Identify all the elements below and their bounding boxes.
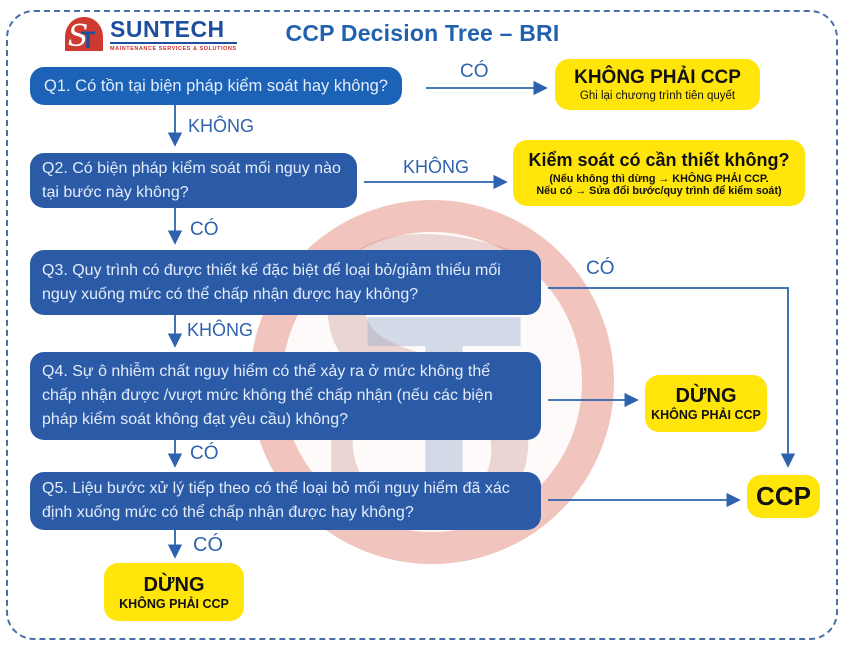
outcome-box-control-needed: Kiểm soát có cần thiết không? (Nếu không… <box>513 140 805 206</box>
edge-label-q3-yes: CÓ <box>586 258 615 279</box>
outcome-box-stop-mid: DỪNG KHÔNG PHẢI CCP <box>645 375 767 432</box>
logo-letter-t: T <box>81 27 96 54</box>
outcome-not-ccp-title: KHÔNG PHẢI CCP <box>574 67 741 88</box>
edge-label-q1-yes: CÓ <box>460 61 489 82</box>
outcome-control-needed-line2: Nếu có → Sửa đổi bước/quy trình để kiểm … <box>536 184 782 197</box>
edge-label-q5-yes: CÓ <box>193 534 223 556</box>
question-box-q1: Q1. Có tồn tại biện pháp kiểm soát hay k… <box>30 67 402 105</box>
page-border <box>6 10 838 640</box>
outcome-stop-bottom-title: DỪNG <box>143 573 205 596</box>
outcome-box-ccp: CCP <box>747 475 820 518</box>
outcome-stop-bottom-subtitle: KHÔNG PHẢI CCP <box>119 596 229 611</box>
edge-label-q1-no: KHÔNG <box>188 116 255 136</box>
logo-letter-s: S <box>68 19 89 54</box>
suntech-logo-icon: S T <box>65 17 103 54</box>
outcome-ccp-title: CCP <box>756 481 811 511</box>
page-title: CCP Decision Tree – BRI <box>285 20 560 46</box>
logo-shield-shape <box>65 17 103 51</box>
outcome-control-needed-line1: (Nếu không thì dừng → KHÔNG PHẢI CCP. <box>549 172 769 185</box>
outcome-control-needed-title: Kiểm soát có cần thiết không? <box>528 149 790 170</box>
outcome-stop-mid-title: DỪNG <box>675 385 737 407</box>
outcome-stop-mid-subtitle: KHÔNG PHẢI CCP <box>651 408 761 422</box>
edge-label-q2-yes: CÓ <box>190 219 219 240</box>
edge-label-q2-no: KHÔNG <box>403 157 470 177</box>
question-box-q2: Q2. Có biện pháp kiểm soát mối nguy nào … <box>30 153 357 208</box>
logo-brand-text: SUNTECH <box>110 17 237 45</box>
edge-label-q3-no: KHÔNG <box>187 320 254 340</box>
logo-tagline: MAINTENANCE SERVICES & SOLUTIONS <box>110 46 237 53</box>
question-box-q4: Q4. Sự ô nhiễm chất nguy hiểm có thể xảy… <box>30 352 541 440</box>
edge-label-q4-yes: CÓ <box>190 443 219 464</box>
outcome-not-ccp-subtitle: Ghi lại chương trình tiên quyết <box>579 90 736 102</box>
outcome-box-stop-bottom: DỪNG KHÔNG PHẢI CCP <box>104 563 244 621</box>
outcome-box-not-ccp: KHÔNG PHẢI CCP Ghi lại chương trình tiên… <box>555 59 760 110</box>
suntech-logo: S T SUNTECH MAINTENANCE SERVICES & SOLUT… <box>63 15 237 55</box>
question-box-q3: Q3. Quy trình có được thiết kế đặc biệt … <box>30 250 541 315</box>
question-box-q5: Q5. Liệu bước xử lý tiếp theo có thể loạ… <box>30 472 541 530</box>
